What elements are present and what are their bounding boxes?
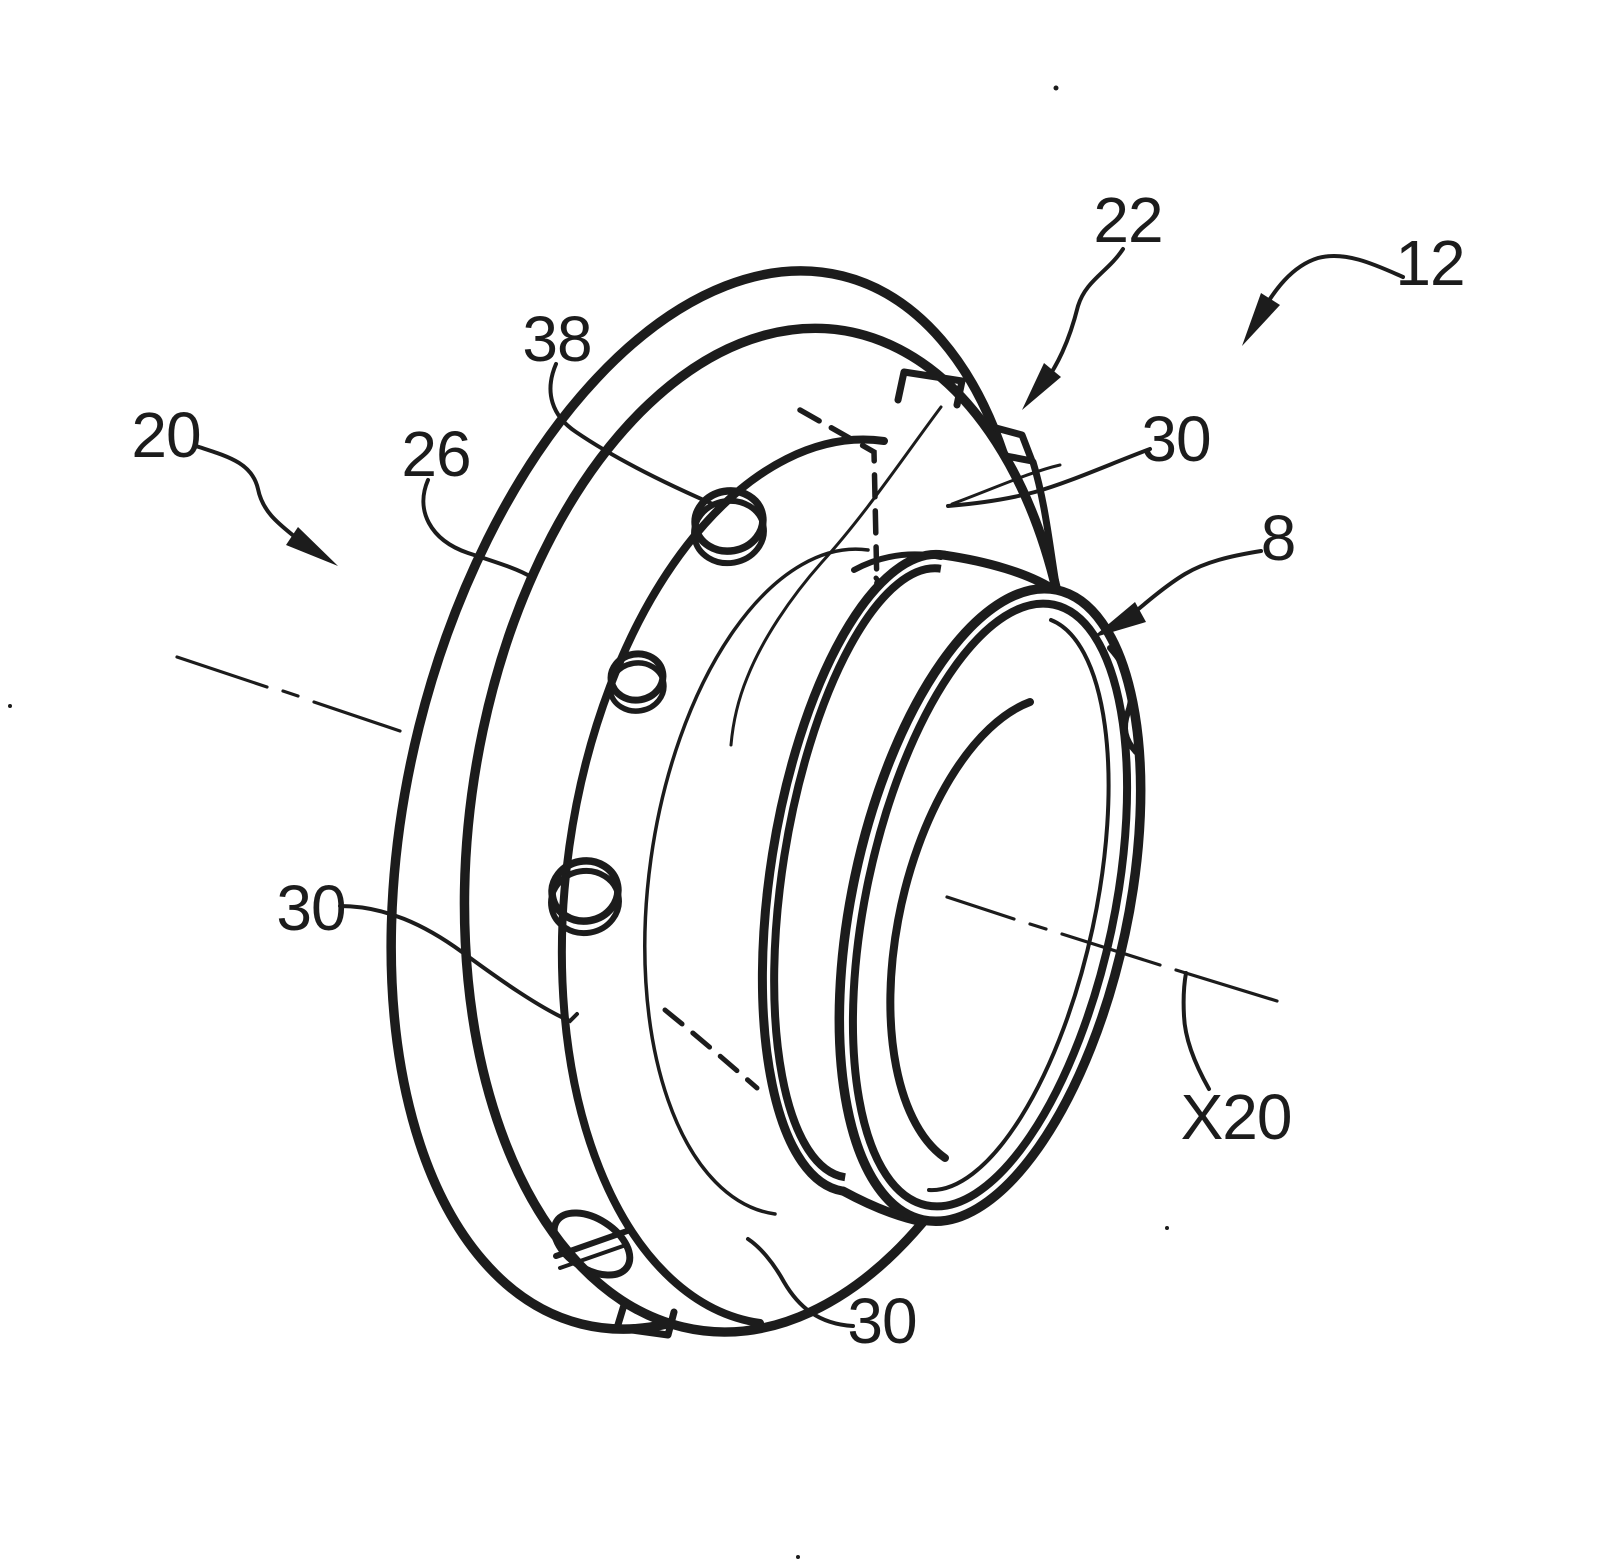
tab-top	[894, 368, 966, 409]
hub-rim-chamfer-arc	[927, 618, 1111, 1193]
pocket-edge-upper-right	[950, 463, 1062, 506]
leader-20	[194, 444, 302, 543]
leader-x20	[1181, 971, 1211, 1091]
leader-8	[1120, 549, 1263, 625]
hub-bore-arc	[886, 698, 1034, 1162]
alignment-tabs	[613, 368, 1036, 1339]
reference-labels: 20 26 38 22 12 30 8 30 30 X20	[131, 184, 1465, 1357]
tab-bottom	[613, 1301, 678, 1339]
hub-assembly	[757, 458, 1146, 1227]
slotted-screw-head	[550, 1209, 634, 1279]
ref-label-x20: X20	[1181, 1081, 1292, 1153]
leader-12	[1257, 253, 1405, 319]
score-circle-arc	[557, 435, 888, 1327]
cone-collar-cusp	[851, 551, 944, 573]
hidden-edge-dashed	[797, 407, 880, 591]
face-outer-edge	[459, 323, 1062, 1337]
print-specks	[8, 85, 1169, 1559]
silhouette-notch	[1107, 645, 1139, 755]
hub-front-rim-inner	[848, 599, 1132, 1211]
arrowhead-8	[1092, 602, 1146, 638]
leader-26	[421, 478, 535, 580]
bolt-holes	[548, 487, 767, 1279]
leader-30-left	[338, 904, 579, 1024]
ref-label-30-bottom: 30	[847, 1285, 916, 1357]
ref-label-22: 22	[1093, 184, 1162, 256]
pocket-boundary-thin	[729, 405, 943, 747]
leader-38	[548, 362, 724, 510]
ref-label-30-left: 30	[276, 872, 345, 944]
ref-label-38: 38	[522, 303, 591, 375]
cone-base-arc	[643, 547, 870, 1216]
face-edge-to-rim	[1029, 458, 1061, 594]
leader-30-bottom	[746, 1237, 855, 1328]
arrowhead-20	[286, 527, 338, 566]
bolt-hole-mid	[607, 650, 667, 714]
bolt-hole-top	[691, 487, 767, 567]
centerlines	[175, 655, 1279, 1003]
ref-label-30-top: 30	[1141, 403, 1210, 475]
leader-30-top	[946, 447, 1152, 508]
ref-label-26: 26	[401, 418, 470, 490]
bolt-hole-lower	[548, 857, 622, 937]
arrowhead-22	[1022, 363, 1061, 410]
ref-label-12: 12	[1395, 227, 1464, 299]
arrowhead-12	[1242, 293, 1280, 346]
arrowheads	[286, 293, 1280, 638]
axis-centerline-right	[945, 895, 1279, 1003]
tab-right	[992, 424, 1036, 465]
ref-label-8: 8	[1261, 502, 1296, 574]
ref-label-20: 20	[131, 399, 200, 471]
axis-centerline-left	[175, 655, 402, 733]
zone-boundary-dashed	[662, 1007, 760, 1091]
